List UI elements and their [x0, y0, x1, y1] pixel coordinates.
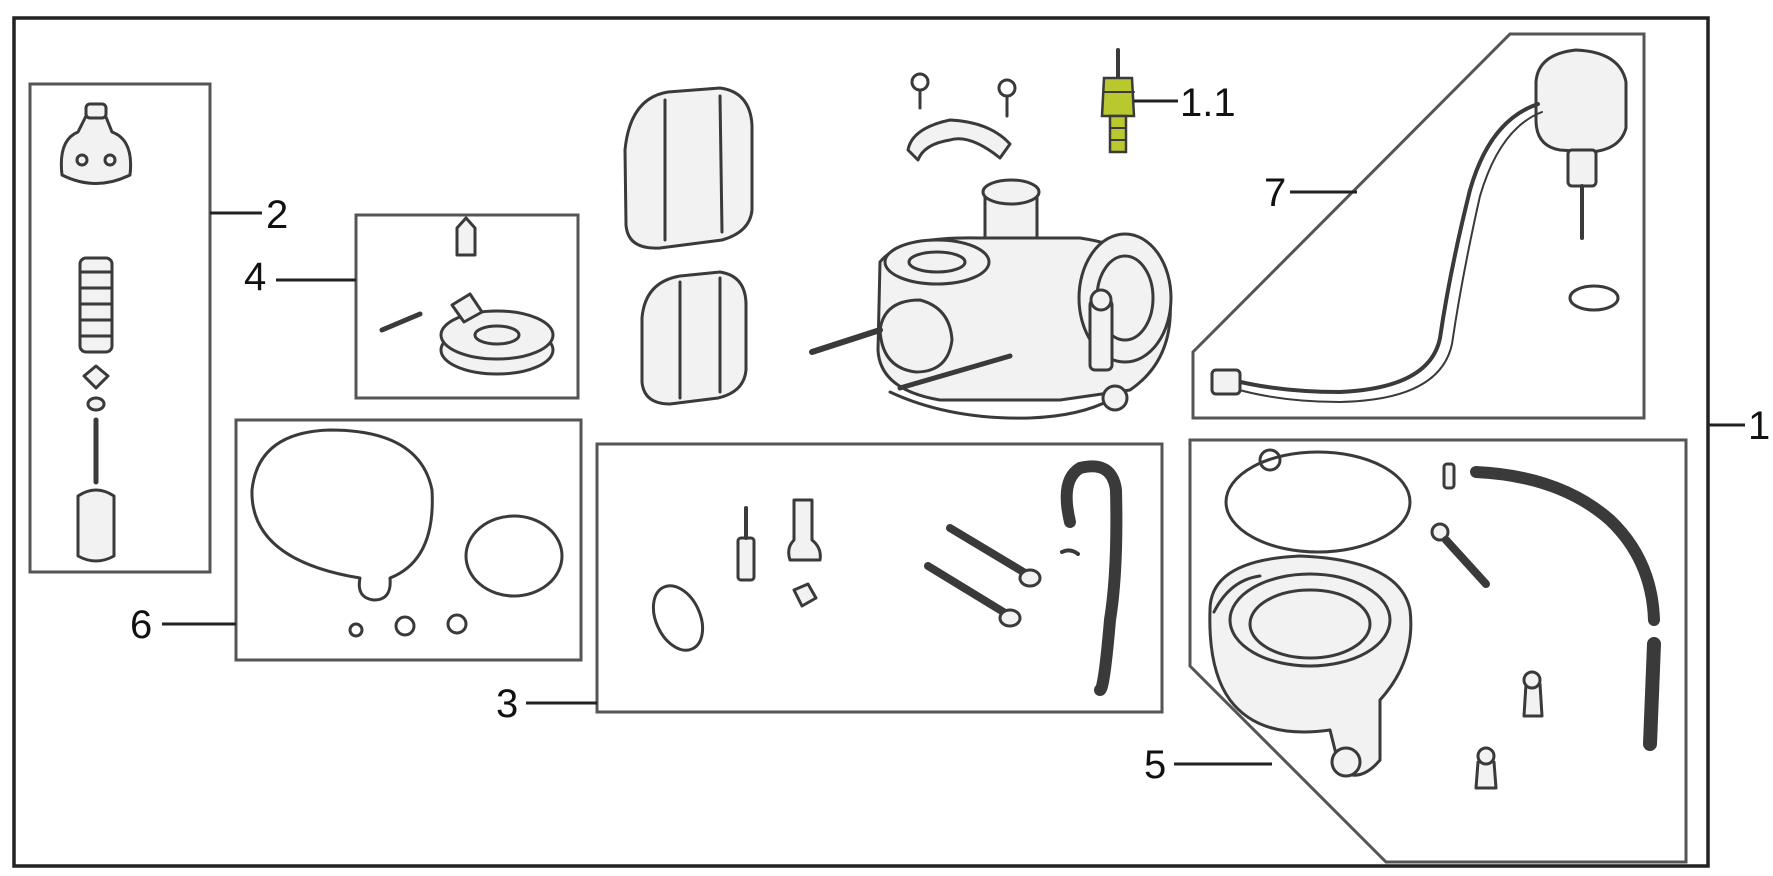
callout-1-1: 1.1	[1180, 81, 1236, 125]
callout-3: 3	[496, 682, 518, 726]
jet-kit-parts	[651, 460, 1123, 696]
slide-cap-part	[59, 102, 133, 185]
assembly-frame	[12, 16, 1710, 868]
group-box-4	[354, 213, 580, 400]
o-ring-large-part	[464, 514, 564, 598]
carburetor-cover-large-part	[623, 86, 754, 250]
group-box-6	[234, 418, 583, 662]
carburetor-cover-small-part	[640, 270, 748, 406]
choke-plunger-part	[379, 216, 555, 376]
sensor-assembly-part	[1210, 48, 1628, 403]
highlighted-jet-part-1-1	[1100, 48, 1136, 154]
float-bowl-part	[1208, 448, 1413, 778]
spring-part	[78, 256, 114, 354]
group-box-7	[1191, 32, 1646, 420]
o-ring-small-1-part	[348, 622, 364, 638]
group-box-5	[1188, 438, 1688, 864]
o-ring-small-2-part	[394, 615, 416, 637]
float-bowl-gasket-part	[250, 428, 434, 602]
group-box-3	[595, 442, 1164, 714]
group-box-2	[28, 82, 212, 574]
callout-6: 6	[130, 603, 152, 647]
throttle-slide-part	[76, 488, 116, 563]
o-ring-small-3-part	[446, 613, 468, 635]
callout-7: 7	[1264, 171, 1286, 215]
needle-clip-part	[82, 364, 110, 485]
callout-4: 4	[244, 255, 266, 299]
drain-hoses-and-screws-part	[1430, 462, 1661, 790]
callout-5: 5	[1144, 743, 1166, 787]
carburetor-body-part	[809, 72, 1173, 420]
callout-1: 1	[1748, 404, 1770, 448]
callout-2: 2	[266, 193, 288, 237]
